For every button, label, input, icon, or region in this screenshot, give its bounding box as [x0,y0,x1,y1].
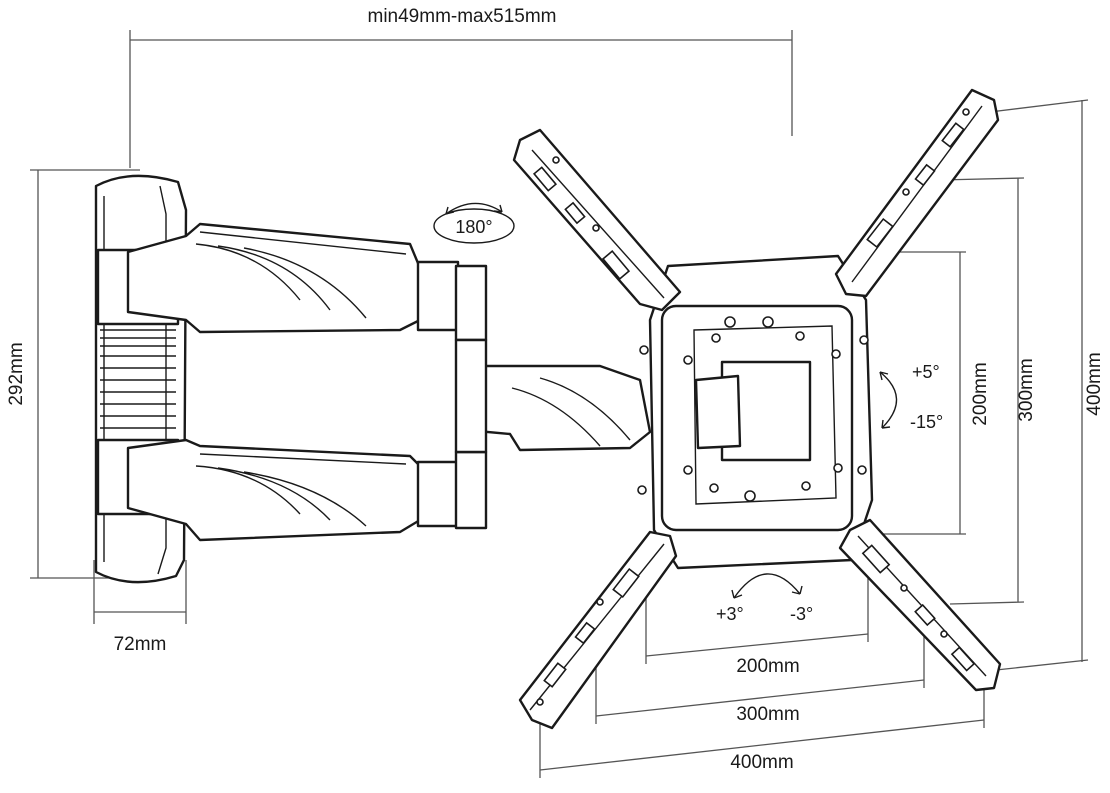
swivel-indicator [433,202,515,244]
vesa-horizontal-200-label: 200mm [736,656,799,677]
bracket-arm-bottom-left [518,530,678,730]
vesa-horizontal-400-label: 400mm [730,752,793,773]
tilt-down-label: -15° [910,412,943,432]
bracket-arm-top-left [512,128,682,312]
vesa-plate [637,254,874,570]
dimension-lines [30,30,1089,778]
rotate-left-label: +3° [716,604,744,624]
tilt-up-label: +5° [912,362,940,382]
middle-arm [454,338,652,454]
vesa-vertical-300-label: 300mm [1016,358,1037,421]
bracket-arm-bottom-right [838,518,1002,692]
upper-arm [126,222,488,342]
bracket-arm-top-right [834,88,1000,298]
vesa-vertical-400-label: 400mm [1084,352,1105,415]
tilt-indicator [879,371,898,429]
height-label: 292mm [6,342,27,405]
rotate-right-label: -3° [790,604,813,624]
rotation-indicator [731,573,803,599]
depth-label: 72mm [114,634,167,655]
lower-arm [126,438,488,542]
swivel-label: 180° [455,217,492,237]
arm-extension-label: min49mm-max515mm [368,6,557,27]
vesa-horizontal-300-label: 300mm [736,704,799,725]
vesa-vertical-200-label: 200mm [970,362,991,425]
